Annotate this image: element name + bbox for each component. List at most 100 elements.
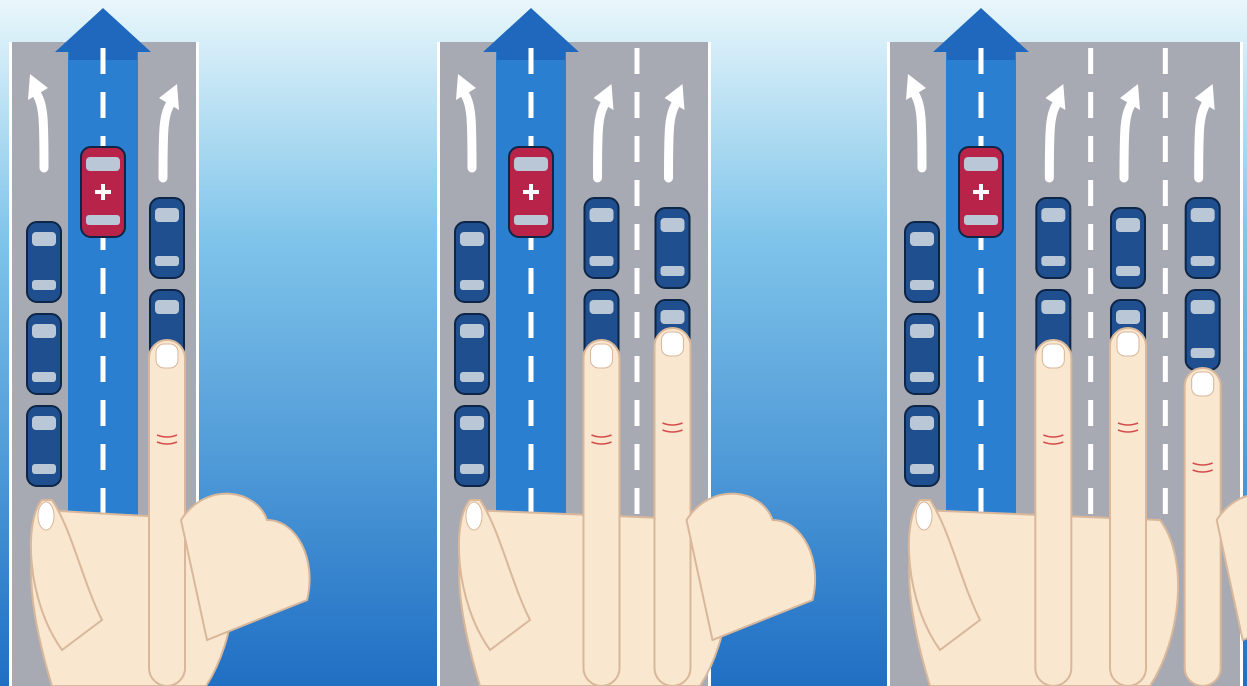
road-edge (9, 42, 12, 686)
lane-marking (634, 180, 640, 206)
lane-marking (978, 268, 984, 294)
lane-marking (1088, 224, 1094, 250)
turn-arrow-icon (664, 84, 685, 183)
road-edge (196, 42, 199, 686)
lane-marking (528, 444, 534, 470)
car-icon (1110, 207, 1146, 289)
panel-3 (887, 8, 1247, 686)
car-icon (149, 197, 185, 279)
road-edge (1240, 42, 1243, 686)
car-icon (904, 221, 940, 303)
lane-marking (978, 92, 984, 118)
lane-marking (1088, 444, 1094, 470)
car-icon (454, 405, 490, 487)
lane-marking (978, 48, 984, 74)
car-icon (654, 207, 691, 289)
car-icon (1035, 197, 1072, 279)
thumbnail-icon (915, 501, 933, 531)
lane-marking (100, 444, 106, 470)
lane-marking (1162, 136, 1168, 162)
car-icon (583, 197, 620, 279)
lane-marking (634, 400, 640, 426)
turn-arrow-icon (906, 74, 927, 173)
rescue-arrow-icon (483, 8, 579, 60)
lane-marking (100, 400, 106, 426)
lane-marking (1162, 400, 1168, 426)
lane-marking (528, 48, 534, 74)
lane-marking (634, 444, 640, 470)
car-icon (904, 405, 940, 487)
lane-marking (634, 224, 640, 250)
lane-marking (1162, 224, 1168, 250)
lane-marking (1162, 356, 1168, 382)
turn-arrow-icon (28, 74, 49, 173)
lane-marking (1088, 312, 1094, 338)
fingernail-icon (155, 343, 179, 369)
lane-marking (1162, 444, 1168, 470)
lane-marking (1088, 400, 1094, 426)
emergency-vehicle-icon (508, 146, 554, 238)
thumbnail-icon (465, 501, 483, 531)
fingernail-icon (1116, 331, 1140, 357)
car-icon (454, 221, 490, 303)
turn-arrow-icon (456, 74, 477, 173)
lane-marking (634, 488, 640, 514)
lane-marking (100, 268, 106, 294)
lane-marking (528, 268, 534, 294)
lane-marking (978, 312, 984, 338)
lane-marking (978, 400, 984, 426)
thumbnail-icon (37, 501, 55, 531)
lane-marking (1162, 180, 1168, 206)
turn-arrow-icon (593, 84, 614, 183)
lane-marking (1162, 488, 1168, 514)
lane-marking (1088, 180, 1094, 206)
emergency-vehicle-icon (958, 146, 1004, 238)
car-icon (1184, 289, 1221, 371)
emergency-vehicle-icon (80, 146, 126, 238)
road-edge (708, 42, 711, 686)
finger-icon (1183, 367, 1222, 686)
panels-layer (9, 8, 1247, 686)
road-edge (887, 42, 890, 686)
turn-arrow-icon (1119, 84, 1140, 183)
rescue-arrow-icon (933, 8, 1029, 60)
lane-marking (100, 356, 106, 382)
lane-marking (634, 92, 640, 118)
road-edge (437, 42, 440, 686)
turn-arrow-icon (1194, 84, 1215, 183)
lane-marking (634, 268, 640, 294)
car-icon (904, 313, 940, 395)
car-icon (1184, 197, 1221, 279)
car-icon (454, 313, 490, 395)
thumb-icon (457, 499, 532, 652)
lane-marking (634, 136, 640, 162)
hand-icon (29, 339, 311, 686)
lane-marking (634, 356, 640, 382)
finger-icon (1109, 327, 1147, 686)
lane-marking (1162, 48, 1168, 74)
lane-marking (1088, 48, 1094, 74)
car-icon (26, 313, 62, 395)
lane-marking (634, 48, 640, 74)
finger-icon (582, 339, 621, 686)
lane-marking (978, 488, 984, 514)
lane-marking (978, 444, 984, 470)
lane-marking (528, 356, 534, 382)
lane-marking (978, 356, 984, 382)
lane-marking (100, 312, 106, 338)
lane-marking (528, 488, 534, 514)
thumb-icon (29, 499, 104, 652)
turn-arrow-icon (158, 84, 179, 183)
lane-marking (1162, 268, 1168, 294)
lane-marking (1088, 268, 1094, 294)
hand-icon (457, 327, 817, 686)
rescue-arrow-icon (55, 8, 151, 60)
folded-fingers-icon (179, 492, 311, 642)
car-icon (26, 405, 62, 487)
lane-marking (634, 312, 640, 338)
lane-marking (1088, 92, 1094, 118)
lane-marking (1162, 312, 1168, 338)
finger-icon (653, 327, 692, 686)
finger-icon (148, 339, 186, 686)
